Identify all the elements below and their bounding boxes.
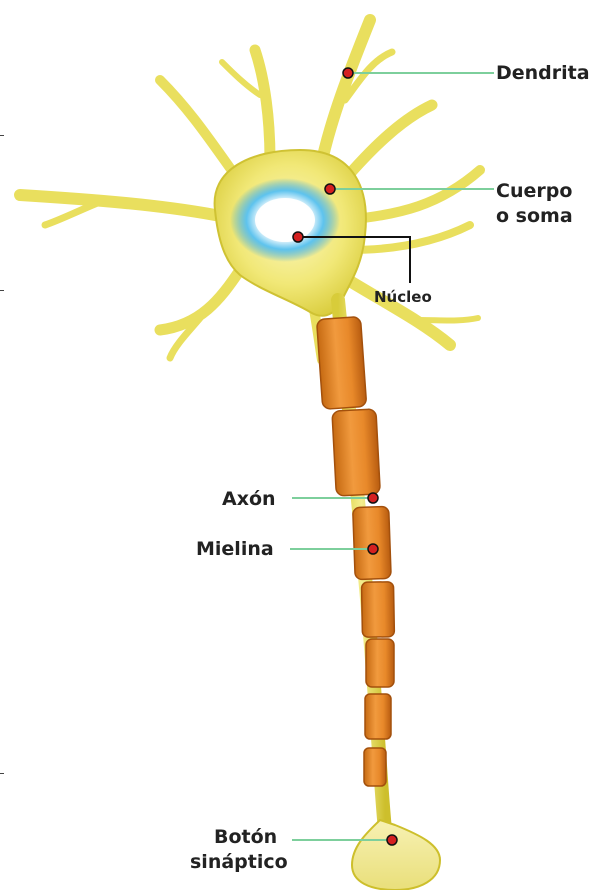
marker-mielina: [368, 544, 378, 554]
label-cuerpo-line2: o soma: [496, 205, 573, 227]
label-boton-line1: Botón: [214, 826, 277, 848]
myelin-sheath-group: [317, 317, 395, 786]
marker-dendrita: [343, 68, 353, 78]
marker-boton: [387, 835, 397, 845]
nucleus-core: [255, 198, 315, 242]
dendrite-branch: [420, 318, 478, 321]
page-edge-tick: [0, 290, 4, 291]
label-axon: Axón: [222, 488, 276, 510]
dendrite-branch: [255, 50, 270, 160]
myelin-segment: [365, 694, 391, 739]
myelin-segment: [366, 639, 394, 687]
dendrite-branch: [160, 80, 235, 175]
label-boton-line2: sináptico: [190, 851, 288, 873]
marker-cuerpo: [325, 184, 335, 194]
synaptic-bouton: [352, 820, 440, 890]
myelin-segment: [364, 748, 386, 786]
page-edge-tick: [0, 135, 4, 136]
myelin-segment: [361, 582, 394, 638]
myelin-segment: [353, 506, 391, 579]
myelin-segment: [332, 409, 380, 496]
label-mielina: Mielina: [196, 538, 274, 560]
label-nucleo: Núcleo: [374, 288, 432, 306]
dendrite-branch: [45, 202, 100, 225]
dendrite-branch: [20, 195, 215, 215]
label-cuerpo-line1: Cuerpo: [496, 180, 572, 202]
marker-axon: [368, 493, 378, 503]
page-edge-tick: [0, 773, 4, 774]
label-dendrita: Dendrita: [496, 62, 590, 84]
marker-nucleo: [293, 232, 303, 242]
myelin-segment: [317, 317, 367, 410]
